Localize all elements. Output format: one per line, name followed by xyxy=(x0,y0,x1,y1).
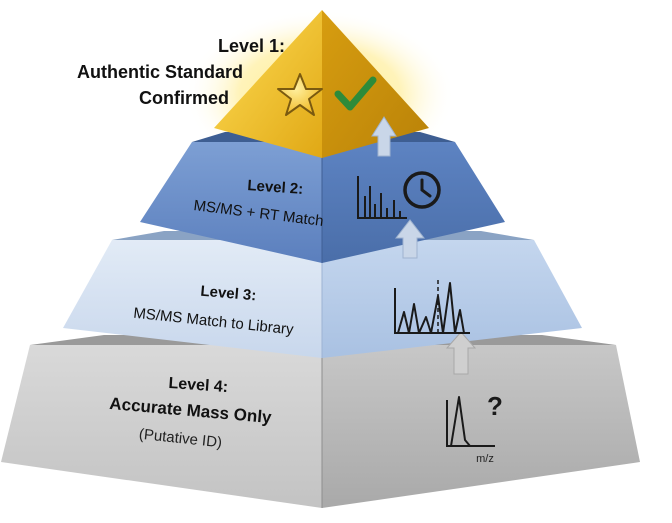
svg-text:?: ? xyxy=(487,391,503,421)
level-4-left-face xyxy=(1,345,322,508)
ms-ms-library-spectrum-icon xyxy=(394,280,470,334)
arrow-level-2-to-1 xyxy=(371,116,397,157)
level-4-title: Level 4: xyxy=(168,375,229,396)
level-2-right-face xyxy=(322,142,505,263)
level-1-line-2: Confirmed xyxy=(139,88,229,108)
level-3-title: Level 3: xyxy=(200,283,257,305)
level-1-left-face xyxy=(214,10,322,158)
question-mark-icon: ? xyxy=(487,391,503,421)
level-1-title: Level 1: xyxy=(218,36,285,56)
level-1-label: Level 1: Authentic Standard Confirmed xyxy=(77,36,285,108)
level-2-left-face xyxy=(140,142,322,263)
ms-ms-spectrum-icon xyxy=(357,176,407,219)
checkmark-icon xyxy=(334,76,377,111)
arrow-level-3-to-2 xyxy=(394,219,426,259)
star-icon xyxy=(277,73,323,116)
mz-axis-label: m/z xyxy=(476,453,494,465)
clock-icon xyxy=(403,171,441,209)
level-4-right-face xyxy=(322,345,640,508)
level-1-line-1: Authentic Standard xyxy=(77,62,243,82)
level-1-tier xyxy=(214,10,429,158)
level-1-right-face xyxy=(322,10,429,158)
level-4-tier xyxy=(1,335,640,508)
arrow-level-4-to-3 xyxy=(445,331,477,375)
upgrade-arrows xyxy=(371,116,477,375)
level-2-title: Level 2: xyxy=(247,177,304,198)
single-peak-spectrum-icon xyxy=(446,396,495,447)
level-3-left-face xyxy=(63,240,322,358)
